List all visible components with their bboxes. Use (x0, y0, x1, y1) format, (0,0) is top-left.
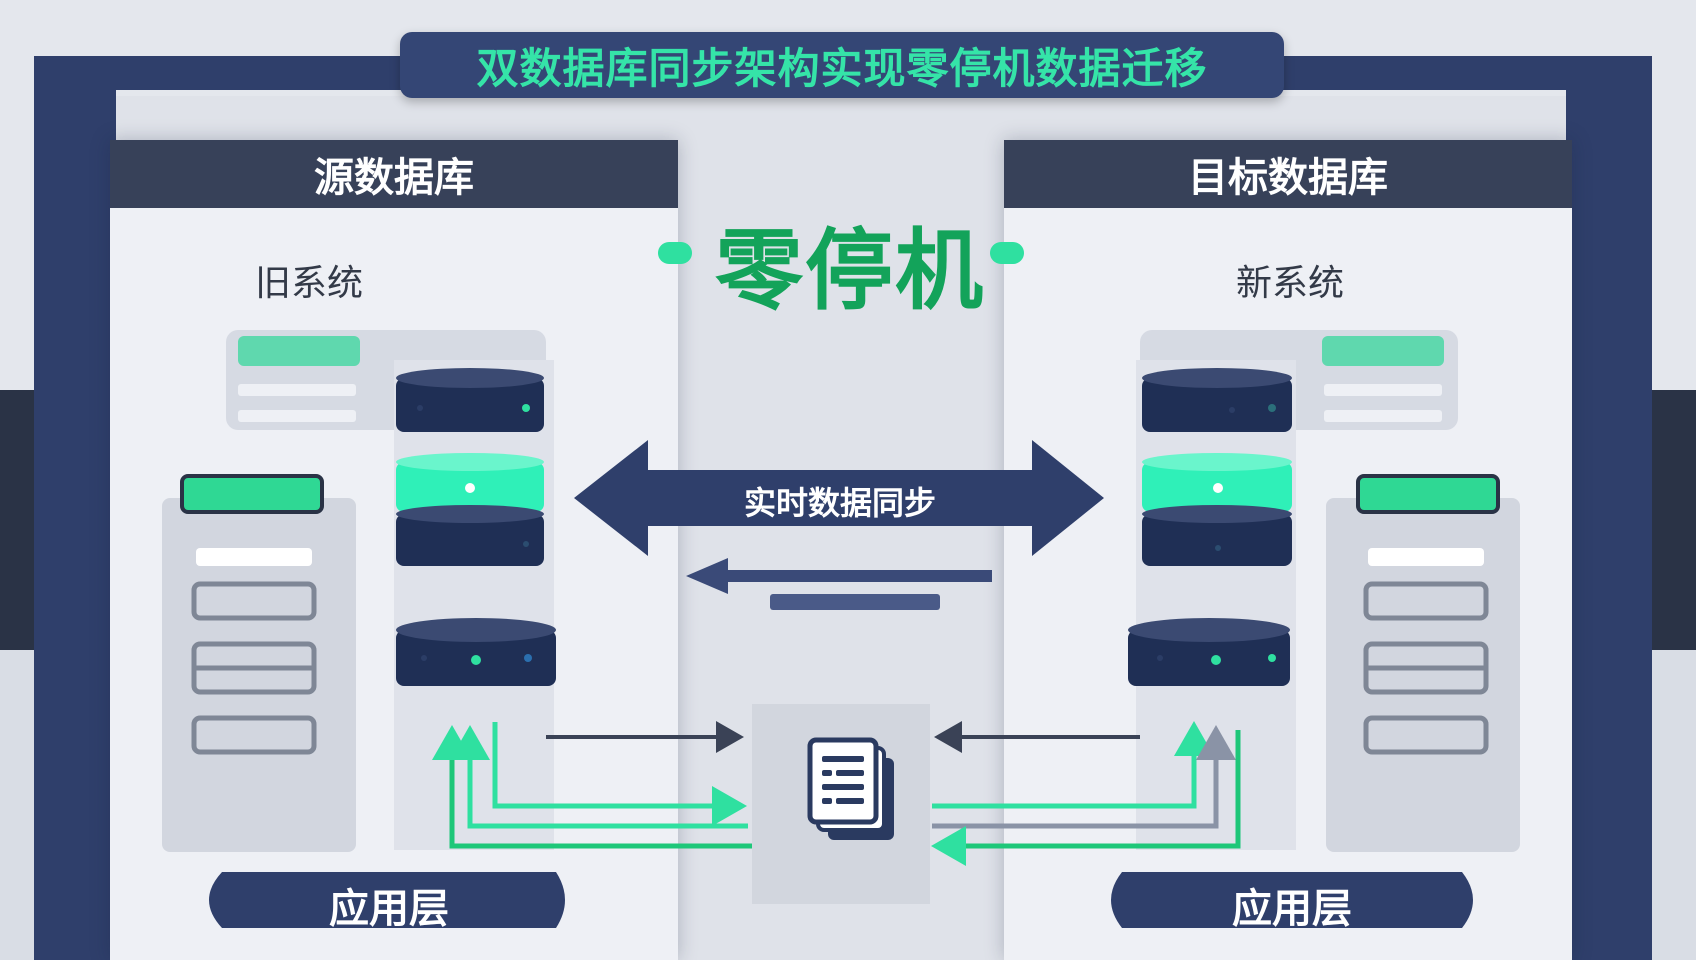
sync-secondary-arrow (686, 558, 992, 594)
title-banner: 双数据库同步架构实现零停机数据迁移 (400, 32, 1284, 98)
new-system-label: 新系统 (1235, 263, 1344, 304)
sync-secondary-bar (770, 594, 940, 610)
old-system-label: 旧系统 (254, 263, 363, 304)
frame-left (34, 56, 116, 960)
target-panel-header: 目标数据库 (1004, 140, 1572, 208)
right-app-layer-pill (1111, 872, 1473, 928)
source-panel-header: 源数据库 (110, 140, 678, 208)
realtime-sync-label: 实时数据同步 (743, 484, 936, 522)
left-flow-arrows (432, 721, 752, 849)
sync-double-arrow (574, 440, 1104, 556)
left-server-panel-icon (162, 474, 356, 852)
right-flow-arrows (931, 721, 1241, 866)
right-server-panel-icon (1326, 474, 1520, 852)
frame-right (1566, 56, 1652, 960)
left-app-layer-pill (209, 872, 565, 928)
left-database-icon (396, 368, 556, 686)
left-app-layer-label: 应用层 (329, 886, 449, 932)
left-accent-dot (658, 242, 692, 264)
document-stack-icon (752, 704, 930, 904)
right-database-icon (1128, 368, 1292, 686)
right-accent-dot (990, 242, 1024, 264)
zero-downtime-label: 零停机 (714, 219, 985, 322)
right-app-layer-label: 应用层 (1232, 886, 1352, 932)
left-db-column-shadow (394, 360, 554, 850)
page-title: 双数据库同步架构实现零停机数据迁移 (476, 43, 1208, 93)
